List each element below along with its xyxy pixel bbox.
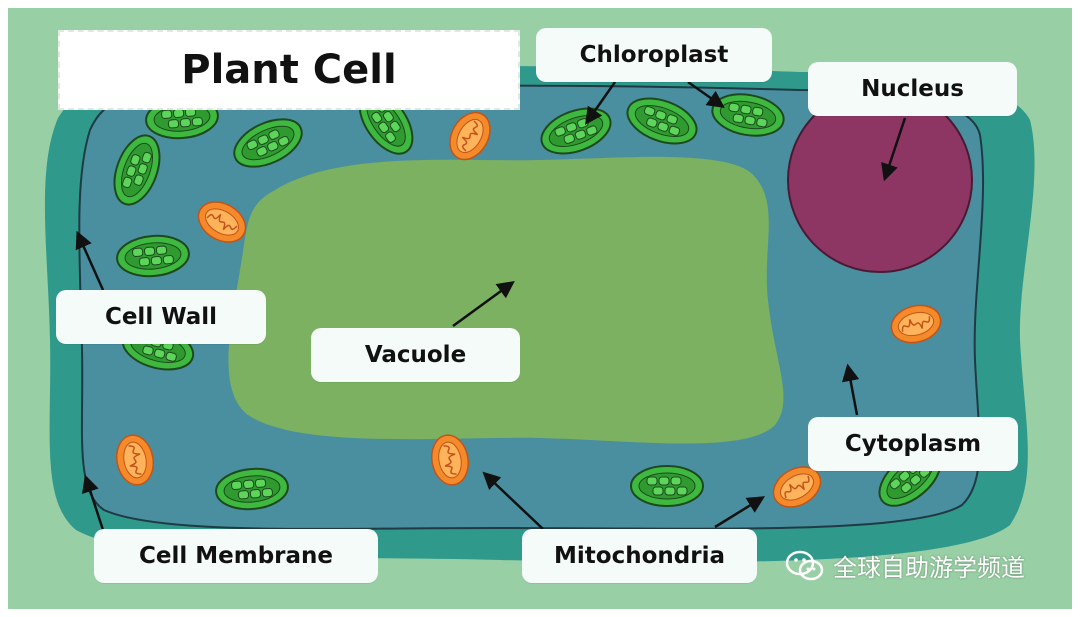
wechat-icon xyxy=(785,550,824,580)
watermark-text: 全球自助游学频道 xyxy=(833,554,1025,582)
vacuole xyxy=(228,156,784,444)
diagram-title: Plant Cell xyxy=(58,30,520,110)
arrow-chloroplast-1 xyxy=(584,81,617,125)
label-vacuole: Vacuole xyxy=(311,328,520,382)
arrow-cell-membrane xyxy=(82,474,105,531)
label-chloroplast: Chloroplast xyxy=(536,28,772,82)
watermark: 全球自助游学频道 xyxy=(785,548,1025,583)
label-cell-wall: Cell Wall xyxy=(56,290,266,344)
chloroplast-organelle xyxy=(630,465,704,507)
arrow-mitochondria-2 xyxy=(714,496,765,529)
arrow-vacuole xyxy=(452,280,515,328)
label-mitochondria: Mitochondria xyxy=(522,529,757,583)
label-nucleus: Nucleus xyxy=(808,62,1017,116)
arrow-cytoplasm xyxy=(841,363,860,416)
label-cytoplasm: Cytoplasm xyxy=(808,417,1018,471)
arrow-chloroplast-2 xyxy=(687,80,725,109)
arrow-mitochondria-1 xyxy=(482,471,544,530)
arrow-cell-wall xyxy=(75,230,105,291)
label-cell-membrane: Cell Membrane xyxy=(94,529,378,583)
arrow-nucleus xyxy=(881,117,907,182)
